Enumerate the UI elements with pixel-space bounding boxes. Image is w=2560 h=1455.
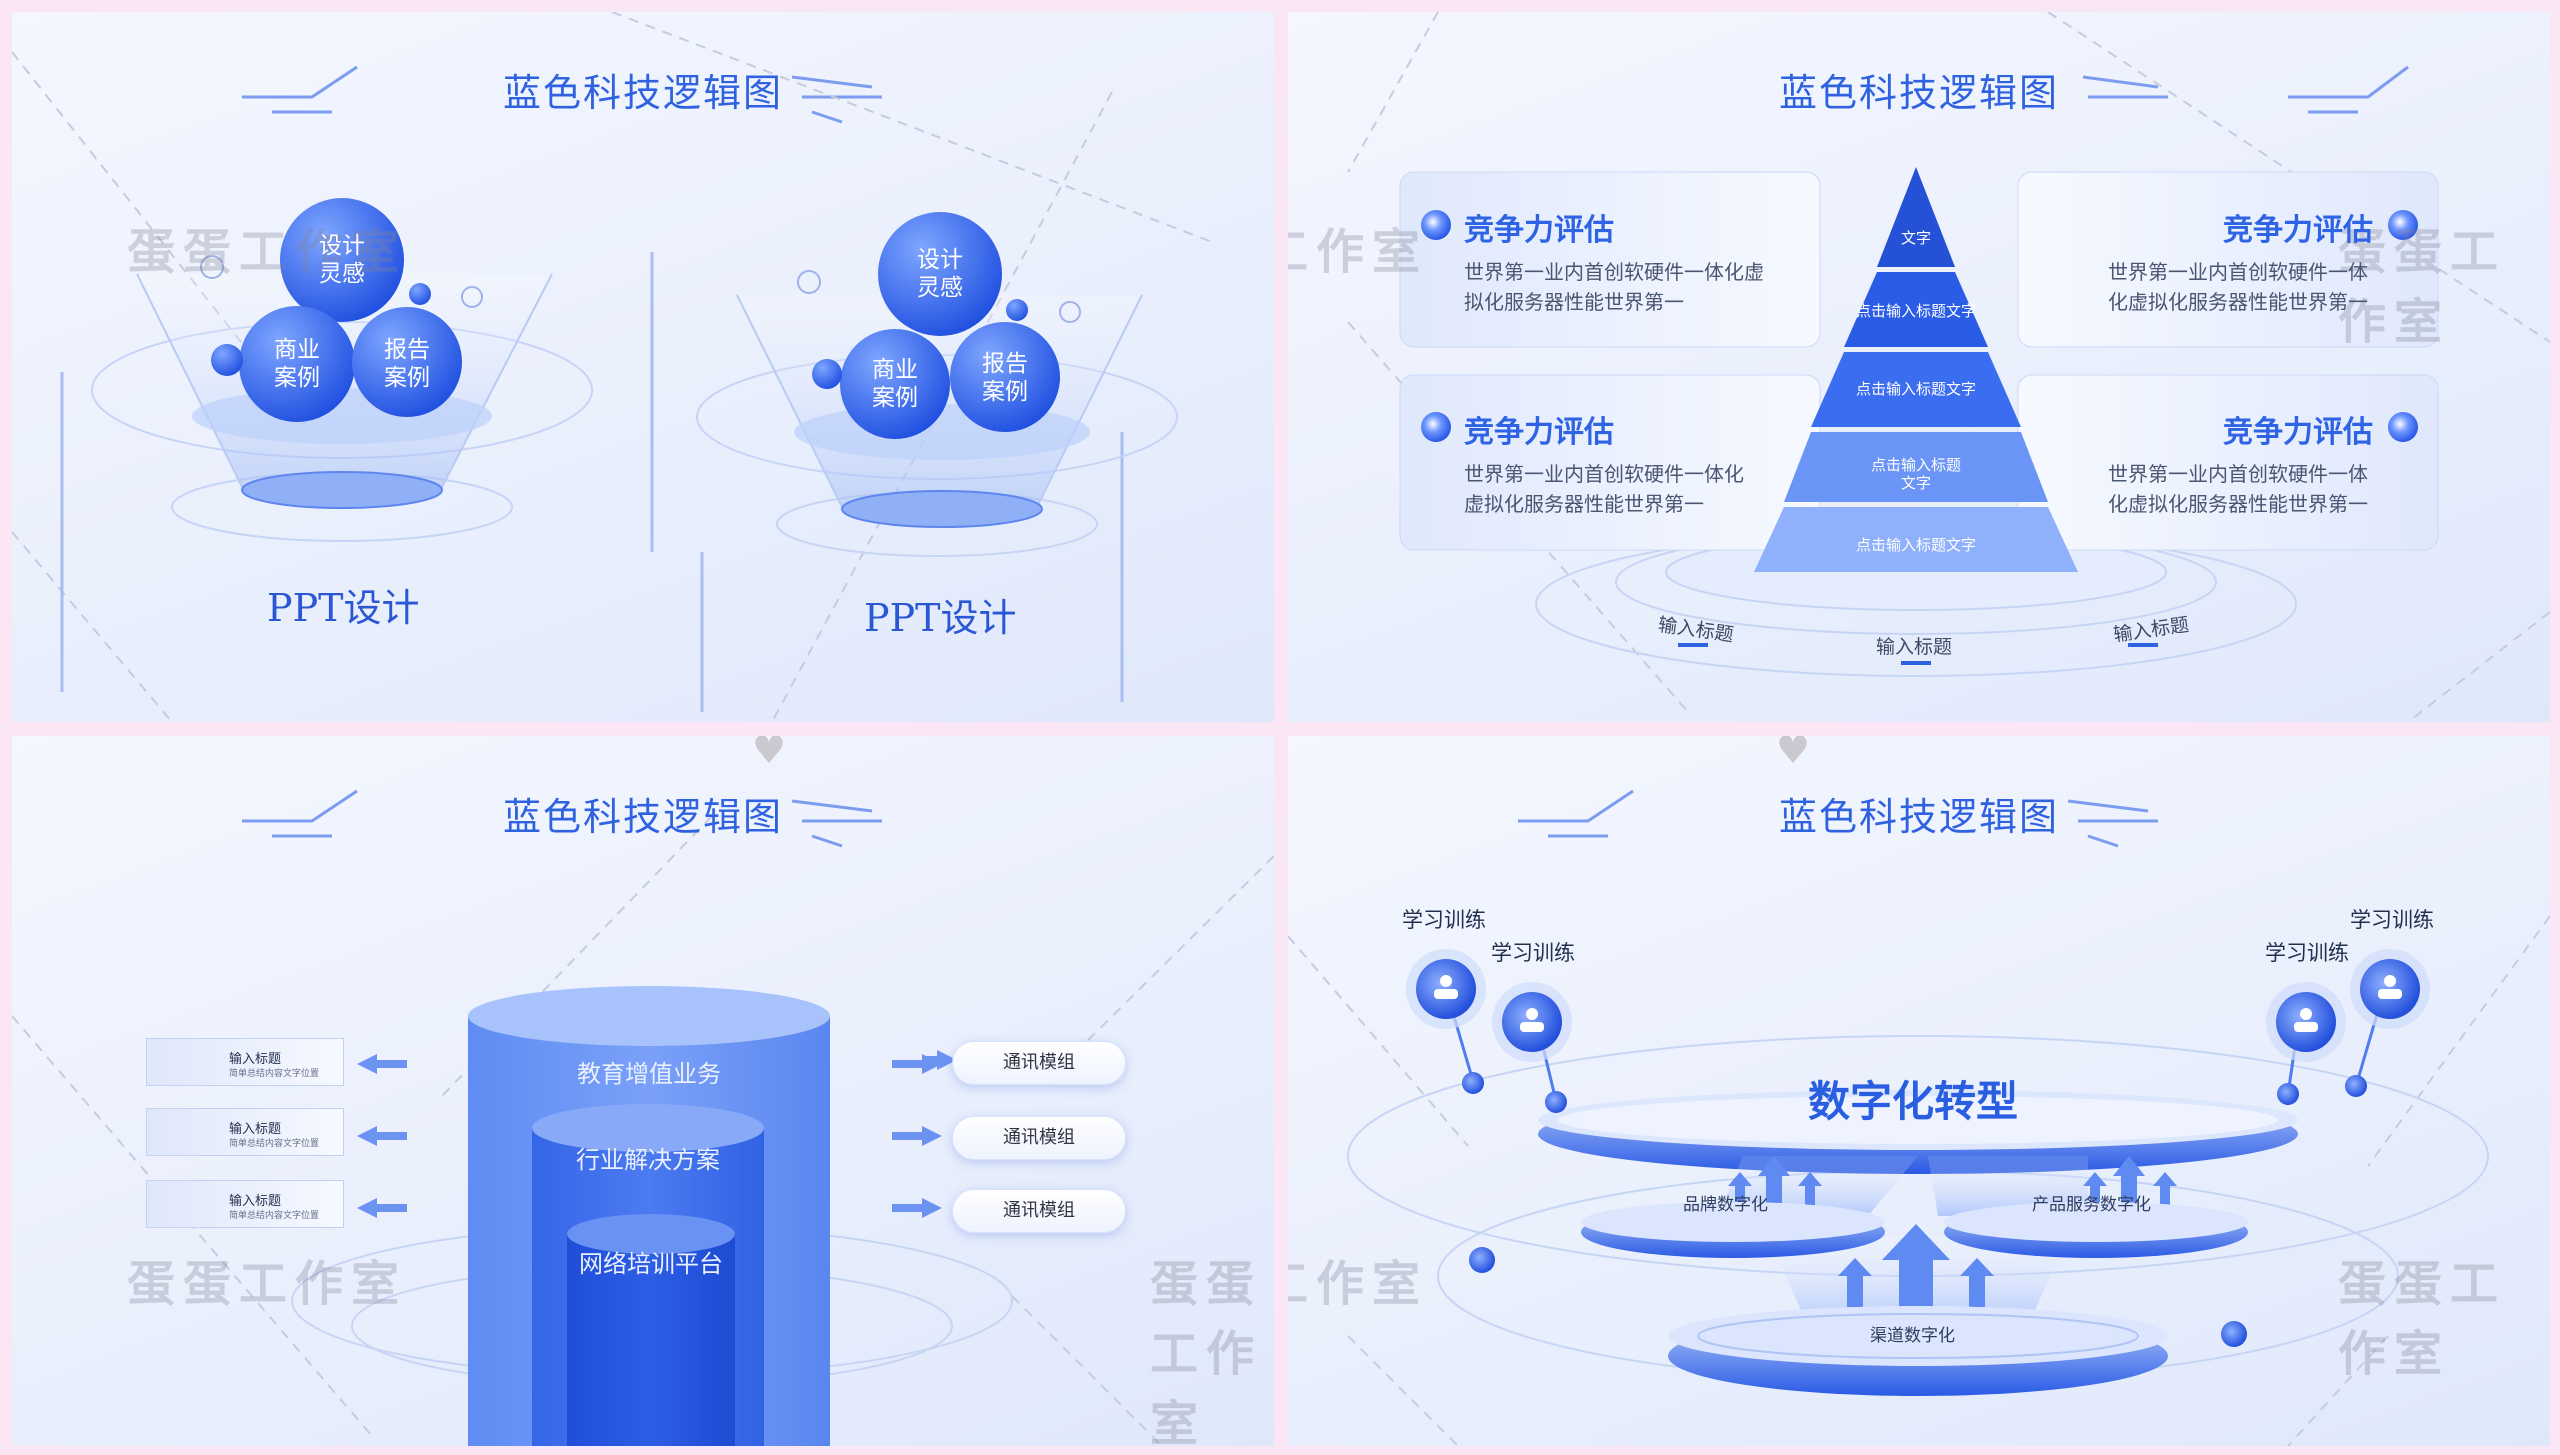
node-label: 学习训练 <box>2265 941 2349 965</box>
card-title: 竞争力评估 <box>2223 415 2373 450</box>
cylinder-layer-label: 教育增值业务 <box>577 1060 721 1088</box>
module-pill[interactable]: 通讯模组 <box>952 1189 1126 1233</box>
slide-title: 蓝色科技逻辑图 <box>1778 795 2059 839</box>
decor-lines <box>1288 915 2550 1446</box>
watermark: 蛋蛋工作室 <box>1150 1256 1263 1446</box>
input-item-subtitle: 简单总结内容文字位置 <box>229 1139 320 1149</box>
vertical-lines <box>60 252 1124 712</box>
input-item-title: 输入标题 <box>229 1122 282 1137</box>
card-desc-line: 虚拟化服务器性能世界第一 <box>1464 492 1704 516</box>
slide-title: 蓝色科技逻辑图 <box>502 71 783 115</box>
slide-panel-pyramid[interactable]: 蓝色科技逻辑图 蛋蛋工作室 蛋蛋工作室 竞争力评估 世界第一业内首创软硬件一体化… <box>1288 12 2550 722</box>
card-desc-line: 世界第一业内首创软硬件一体化虚 <box>1464 260 1764 284</box>
title-decoration <box>242 65 882 124</box>
group-label: PPT设计 <box>864 596 1017 640</box>
cards-bg <box>1399 171 2439 551</box>
platform-label: 品牌数字化 <box>1683 1195 1768 1215</box>
title-decoration <box>242 789 882 848</box>
bubbles-illustration <box>12 12 1213 722</box>
heart-icon: ♥ <box>1776 736 1811 772</box>
card-desc-line: 世界第一业内首创软硬件一体 <box>2108 462 2368 486</box>
slide-panel-bubbles[interactable]: 蓝色科技逻辑图 蛋蛋工作室 设计 灵感 商业 案例 报告 案例 PPT设计 设计… <box>12 12 1274 722</box>
platform-label: 渠道数字化 <box>1870 1326 1955 1346</box>
bubble-right-label: 报告 案例 <box>982 351 1028 405</box>
node-person-icons <box>1434 975 2402 1032</box>
up-arrows <box>1728 1156 2177 1314</box>
card-desc-line: 化虚拟化服务器性能世界第一 <box>2108 290 2368 314</box>
bubble-right-label: 报告 案例 <box>384 337 430 391</box>
cylinder-stack <box>468 986 830 1446</box>
top-platform <box>1538 1090 2298 1174</box>
title-decoration <box>2082 65 2409 114</box>
watermark: 蛋蛋工作室 <box>127 224 408 280</box>
input-item-subtitle: 简单总结内容文字位置 <box>229 1069 320 1079</box>
watermark: 蛋蛋工作室 <box>2338 1256 2507 1382</box>
bubble-top-label: 设计 灵感 <box>917 247 963 301</box>
pyramid-illustration <box>1347 12 2550 722</box>
input-item-title: 输入标题 <box>229 1052 282 1067</box>
watermark: 蛋蛋工作室 <box>127 1256 408 1312</box>
mid-platforms <box>1581 1202 2248 1396</box>
node-label: 学习训练 <box>1491 941 1575 965</box>
pyramid-layer-label: 文字 <box>1900 229 1931 247</box>
base-label-marks <box>1678 643 2158 665</box>
input-item-subtitle: 简单总结内容文字位置 <box>229 1211 320 1221</box>
node-label: 学习训练 <box>1402 908 1486 932</box>
card-desc-line: 世界第一业内首创软硬件一体化 <box>1464 462 1744 486</box>
bubble-left-label: 商业 案例 <box>872 357 918 411</box>
base-label: 输入标题 <box>1876 636 1953 658</box>
pyramid-layer-label: 点击输入标题文字 <box>1855 536 1976 554</box>
digital-illustration <box>1288 789 2550 1446</box>
input-item[interactable]: 输入标题 简单总结内容文字位置 <box>146 1180 344 1228</box>
cylinder-layer-label: 行业解决方案 <box>576 1146 720 1174</box>
main-title: 数字化转型 <box>1808 1077 2019 1126</box>
cup-left <box>91 198 593 542</box>
node-label: 学习训练 <box>2350 908 2434 932</box>
group-label: PPT设计 <box>267 586 420 630</box>
pyramid-layer-label: 点击输入标题文字 <box>1855 380 1976 398</box>
pyramid-shape <box>1754 167 2078 572</box>
title-decoration <box>1518 789 2158 848</box>
arrows <box>357 1050 957 1218</box>
slide-title: 蓝色科技逻辑图 <box>502 795 783 839</box>
input-item[interactable]: 输入标题 简单总结内容文字位置 <box>146 1038 344 1086</box>
pyramid-layer-label: 点击输入标题文字 <box>1855 302 1976 320</box>
card-desc-line: 化虚拟化服务器性能世界第一 <box>2108 492 2368 516</box>
module-pill[interactable]: 通讯模组 <box>952 1041 1126 1085</box>
cup-right <box>696 212 1178 557</box>
module-pill[interactable]: 通讯模组 <box>952 1116 1126 1160</box>
pyramid-layer-label: 点击输入标题 文字 <box>1870 456 1961 492</box>
bubble-left-label: 商业 案例 <box>274 337 320 391</box>
card-title: 竞争力评估 <box>1464 415 1614 450</box>
card-desc-line: 拟化服务器性能世界第一 <box>1464 290 1684 314</box>
slide-panel-digital[interactable]: ♥ ♥ 蓝色科技逻辑图 蛋蛋工作室 蛋蛋工作室 学习训练 学习训练 学习训练 学… <box>1288 736 2550 1446</box>
card-title: 竞争力评估 <box>1464 213 1614 248</box>
watermark: 蛋蛋工作室 <box>2338 224 2507 350</box>
cylinder-illustration <box>12 789 1274 1446</box>
heart-icon: ♥ <box>752 736 787 772</box>
watermark: 蛋蛋工作室 <box>1288 1256 1429 1312</box>
card-desc-line: 世界第一业内首创软硬件一体 <box>2108 260 2368 284</box>
platform-label: 产品服务数字化 <box>2032 1195 2151 1215</box>
input-item-title: 输入标题 <box>229 1194 282 1209</box>
cylinder-layer-label: 网络培训平台 <box>579 1250 723 1278</box>
input-item[interactable]: 输入标题 简单总结内容文字位置 <box>146 1108 344 1156</box>
watermark: 蛋蛋工作室 <box>1288 224 1429 280</box>
card-title: 竞争力评估 <box>2223 213 2373 248</box>
slide-panel-cylinder[interactable]: ♥ 蓝色科技逻辑图 蛋蛋工作室 蛋蛋工作室 输入标题 简单总结内容文字位置 输入… <box>12 736 1274 1446</box>
bubble-top-label: 设计 灵感 <box>319 233 365 287</box>
slide-title: 蓝色科技逻辑图 <box>1778 71 2059 115</box>
